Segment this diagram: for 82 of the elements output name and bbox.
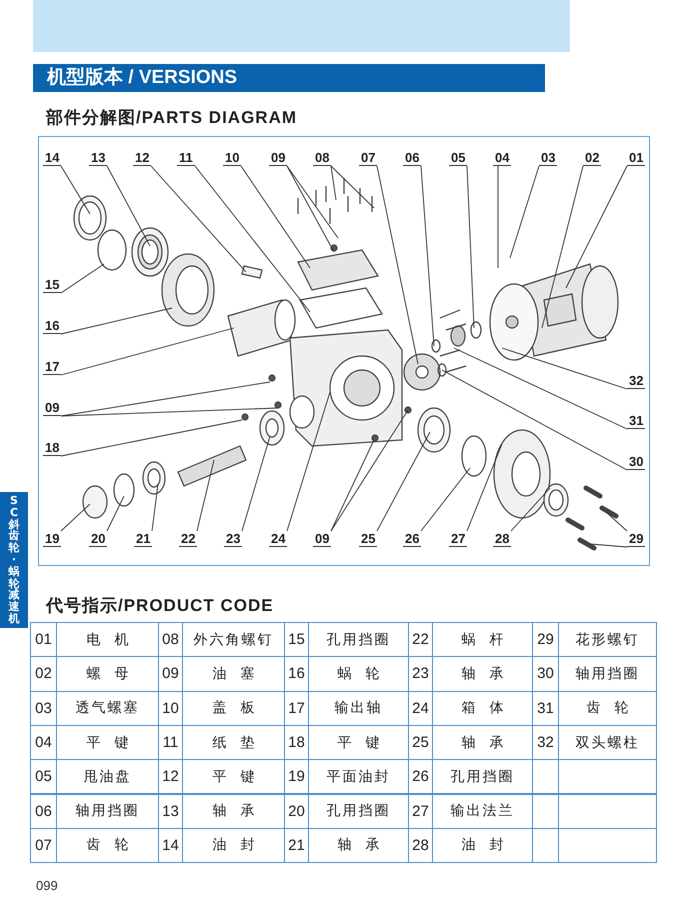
- leader-line: [376, 432, 430, 532]
- leader-line: [60, 166, 90, 214]
- leader-line: [286, 392, 330, 532]
- part-number-cell: 06: [30, 794, 57, 829]
- callout-number: 09: [269, 150, 288, 166]
- callout-number: 05: [449, 150, 468, 166]
- callout-number: 28: [493, 531, 512, 547]
- leader-line: [330, 410, 408, 532]
- part-name-cell: 花形螺钉: [558, 622, 657, 658]
- leader-line: [60, 504, 90, 532]
- callout-number: 13: [89, 150, 108, 166]
- callout-number: 10: [223, 150, 242, 166]
- page-number: 099: [36, 878, 58, 893]
- callout-number: 09: [43, 400, 62, 416]
- callout-number: 30: [627, 454, 646, 470]
- leader-line: [286, 166, 334, 252]
- leader-line: [330, 166, 374, 208]
- leader-line: [60, 420, 242, 456]
- leader-line: [106, 166, 150, 246]
- part-number-cell: 07: [30, 828, 57, 864]
- callout-number: 19: [43, 531, 62, 547]
- part-number-cell: 01: [30, 622, 57, 658]
- leader-line: [566, 166, 628, 288]
- leader-line: [106, 496, 124, 532]
- callout-number: 08: [313, 150, 332, 166]
- callout-number: 02: [583, 150, 602, 166]
- callout-number: 20: [89, 531, 108, 547]
- leader-line: [330, 440, 374, 532]
- section-heading: 部件分解图/PARTS DIAGRAM: [46, 107, 298, 129]
- leader-line: [240, 166, 310, 268]
- callout-number: 22: [179, 531, 198, 547]
- callout-number: 31: [627, 413, 646, 429]
- leader-line: [510, 488, 550, 532]
- callout-number: 24: [269, 531, 288, 547]
- leader-line: [420, 166, 434, 346]
- callout-number: 25: [359, 531, 378, 547]
- leader-line: [466, 166, 474, 328]
- leader-line: [60, 308, 172, 334]
- leader-line: [466, 444, 502, 532]
- section-heading: 代号指示/PRODUCT CODE: [46, 595, 274, 617]
- callout-number: 26: [403, 531, 422, 547]
- callout-number: 17: [43, 359, 62, 375]
- leader-line: [60, 264, 104, 294]
- callout-number: 32: [627, 373, 646, 389]
- leader-line: [286, 166, 338, 238]
- callout-number: 15: [43, 277, 62, 293]
- leader-line: [60, 408, 278, 416]
- callout-number: 16: [43, 318, 62, 334]
- callout-number: 04: [493, 150, 512, 166]
- leader-line: [376, 166, 418, 364]
- leader-line: [420, 468, 470, 532]
- leader-line: [150, 166, 246, 272]
- side-tab: SC斜齿轮·蜗轮减速机: [0, 492, 28, 628]
- title-bar: 机型版本 / VERSIONS: [33, 64, 545, 92]
- callout-number: 03: [539, 150, 558, 166]
- leader-line: [542, 166, 584, 328]
- callout-number: 27: [449, 531, 468, 547]
- leader-line: [606, 512, 628, 532]
- callout-number: 29: [627, 531, 646, 547]
- leader-line: [194, 166, 310, 312]
- leader-line: [196, 460, 214, 532]
- callout-number: 01: [627, 150, 646, 166]
- callout-number: 06: [403, 150, 422, 166]
- callout-number: 21: [134, 531, 152, 547]
- callout-number: 18: [43, 440, 62, 456]
- leader-line: [60, 382, 270, 416]
- part-number-cell: 05: [30, 759, 57, 794]
- leader-line: [152, 484, 158, 532]
- callout-number: 09: [313, 531, 332, 547]
- leader-line: [330, 166, 336, 200]
- callout-number: 14: [43, 150, 62, 166]
- callout-number: 11: [177, 150, 195, 166]
- callout-number: 07: [359, 150, 378, 166]
- leader-line: [454, 348, 628, 430]
- leader-line: [510, 166, 540, 258]
- callout-number: 12: [133, 150, 152, 166]
- leader-line: [590, 544, 628, 548]
- leader-line: [60, 328, 234, 376]
- leader-line: [442, 370, 628, 470]
- leader-line: [502, 348, 628, 390]
- callout-number: 23: [224, 531, 242, 547]
- leader-line: [242, 436, 270, 532]
